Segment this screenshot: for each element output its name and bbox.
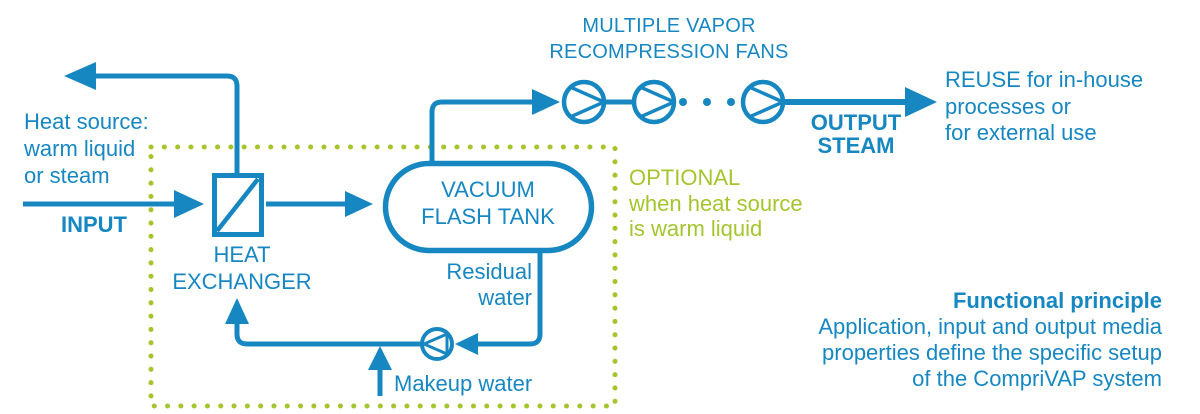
- vacuum-flash-tank-label: VACUUM FLASH TANK: [421, 177, 555, 229]
- heat-exchanger-label: HEAT EXCHANGER: [172, 242, 312, 294]
- ellipsis-dots: [679, 98, 735, 106]
- optional-note: OPTIONAL when heat source is warm liquid: [629, 165, 803, 241]
- fan-icon: [631, 79, 677, 125]
- pump-return-arrow: [225, 298, 423, 347]
- fan-icon: [561, 79, 607, 125]
- input-label: INPUT: [61, 212, 127, 237]
- vacuum-flash-tank-shape: [382, 160, 595, 254]
- output-steam-label: OUTPUT STEAM: [810, 110, 902, 158]
- makeup-water-arrow: [368, 346, 392, 396]
- heat-exchanger-icon: [212, 173, 264, 237]
- fan-icon: [740, 79, 786, 125]
- pump-icon: [420, 327, 454, 361]
- steam-riser-arrow: [429, 89, 560, 166]
- fans-title: MULTIPLE VAPOR RECOMPRESSION FANS: [549, 15, 789, 63]
- functional-principle-text: Functional principle Application, input …: [742, 288, 1162, 392]
- reuse-label: REUSE for in-house processes or for exte…: [945, 67, 1144, 145]
- output-steam-arrow: [784, 87, 937, 117]
- recirculation-arrow: [64, 62, 240, 176]
- residual-water-pipe-arrow: [455, 250, 543, 355]
- residual-water-label: Residual water: [446, 259, 532, 310]
- functional-principle-title: Functional principle: [952, 288, 1162, 313]
- heat-source-label: Heat source: warm liquid or steam: [24, 109, 149, 188]
- input-arrow: [23, 190, 204, 218]
- optional-boundary-dotted: [148, 144, 618, 409]
- exchanger-to-tank-arrow: [266, 191, 373, 217]
- makeup-water-label: Makeup water: [394, 371, 533, 396]
